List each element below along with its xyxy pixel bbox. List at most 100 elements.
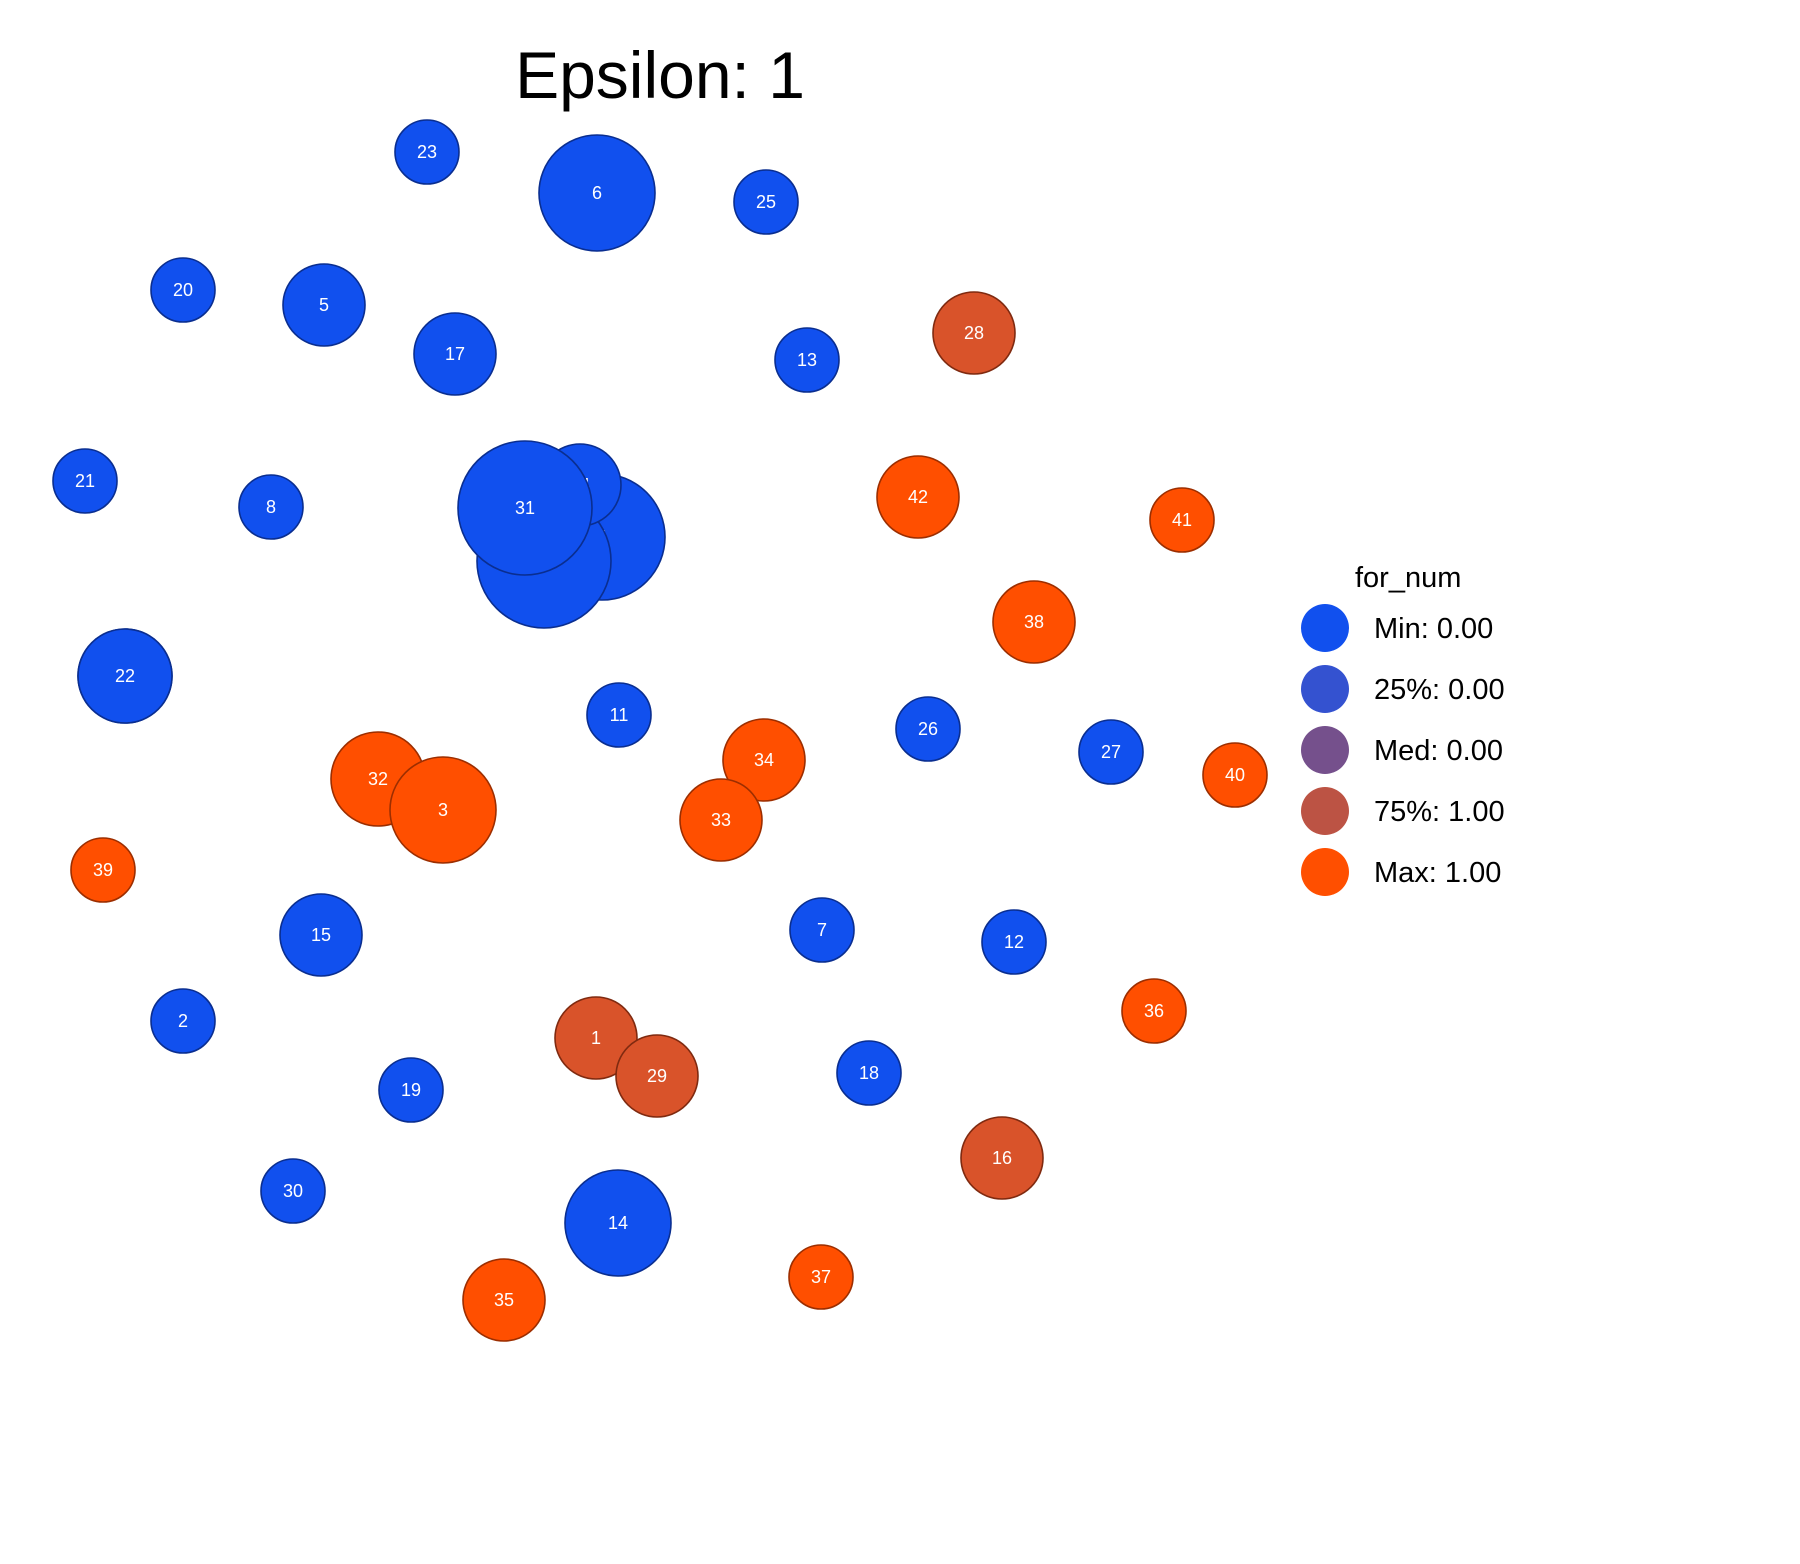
node-circle (981, 909, 1047, 975)
node-26: 26 (895, 696, 961, 762)
node-label: 7 (817, 920, 827, 940)
node-42: 42 (876, 455, 960, 539)
node-31: 31 (457, 440, 593, 576)
node-circle (150, 257, 216, 323)
node-circle (279, 893, 363, 977)
node-label: 26 (918, 719, 938, 739)
node-3: 3 (389, 756, 497, 864)
node-circle (1149, 487, 1215, 553)
legend-swatch (1301, 726, 1349, 774)
legend-swatch (1301, 848, 1349, 896)
node-18: 18 (836, 1040, 902, 1106)
legend-title: for_num (1355, 562, 1461, 594)
node-circle (789, 897, 855, 963)
node-circle (788, 1244, 854, 1310)
node-circle (564, 1169, 672, 1277)
node-label: 2 (178, 1011, 188, 1031)
node-label: 33 (711, 810, 731, 830)
node-label: 30 (283, 1181, 303, 1201)
node-15: 15 (279, 893, 363, 977)
node-label: 31 (515, 498, 535, 518)
node-circle (586, 682, 652, 748)
node-label: 22 (115, 666, 135, 686)
node-34: 34 (722, 718, 806, 802)
node-circle (992, 580, 1076, 664)
node-label: 39 (93, 860, 113, 880)
node-35: 35 (462, 1258, 546, 1342)
node-circle (895, 696, 961, 762)
node-label: 37 (811, 1267, 831, 1287)
node-label: 25 (756, 192, 776, 212)
node-label: 28 (964, 323, 984, 343)
node-circle (378, 1057, 444, 1123)
node-40: 40 (1202, 742, 1268, 808)
legend-label: 25%: 0.00 (1374, 674, 1505, 706)
chart-title: Epsilon: 1 (515, 38, 805, 112)
node-label: 3 (438, 800, 448, 820)
legend-swatch (1301, 665, 1349, 713)
node-label: 21 (75, 471, 95, 491)
legend-label: Max: 1.00 (1374, 857, 1501, 889)
node-8: 8 (238, 474, 304, 540)
node-circle (150, 988, 216, 1054)
node-circle (238, 474, 304, 540)
node-39: 39 (70, 837, 136, 903)
node-label: 13 (797, 350, 817, 370)
legend-item: Med: 0.00 (1301, 726, 1503, 774)
node-circle (733, 169, 799, 235)
node-circle (70, 837, 136, 903)
node-circle (389, 756, 497, 864)
legend-item: 25%: 0.00 (1301, 665, 1505, 713)
node-label: 11 (610, 705, 629, 725)
node-label: 5 (319, 295, 329, 315)
legend-item: 75%: 1.00 (1301, 787, 1505, 835)
node-circle (457, 440, 593, 576)
node-38: 38 (992, 580, 1076, 664)
node-label: 12 (1004, 932, 1024, 952)
node-circle (722, 718, 806, 802)
node-circle (876, 455, 960, 539)
node-circle (462, 1258, 546, 1342)
node-label: 20 (173, 280, 193, 300)
node-circle (836, 1040, 902, 1106)
node-28: 28 (932, 291, 1016, 375)
node-13: 13 (774, 327, 840, 393)
node-circle (1078, 719, 1144, 785)
node-label: 16 (992, 1148, 1012, 1168)
node-label: 1 (591, 1028, 601, 1048)
legend-label: Med: 0.00 (1374, 735, 1503, 767)
node-circle (1121, 978, 1187, 1044)
node-2: 2 (150, 988, 216, 1054)
node-circle (774, 327, 840, 393)
node-22: 22 (77, 628, 173, 724)
nodes-layer: 2362520517132821842414924313810221126273… (52, 119, 1268, 1342)
node-label: 6 (592, 183, 602, 203)
node-37: 37 (788, 1244, 854, 1310)
node-circle (77, 628, 173, 724)
node-1: 1 (554, 996, 638, 1080)
node-circle (52, 448, 118, 514)
node-circle (679, 778, 763, 862)
node-circle (538, 134, 656, 252)
node-label: 34 (754, 750, 774, 770)
node-14: 14 (564, 1169, 672, 1277)
node-36: 36 (1121, 978, 1187, 1044)
node-17: 17 (413, 312, 497, 396)
node-label: 42 (908, 487, 928, 507)
node-19: 19 (378, 1057, 444, 1123)
node-33: 33 (679, 778, 763, 862)
node-label: 17 (445, 344, 465, 364)
node-label: 35 (494, 1290, 514, 1310)
legend-swatch (1301, 787, 1349, 835)
node-label: 38 (1024, 612, 1044, 632)
node-41: 41 (1149, 487, 1215, 553)
node-23: 23 (394, 119, 460, 185)
node-label: 23 (417, 142, 437, 162)
node-21: 21 (52, 448, 118, 514)
node-label: 8 (266, 497, 276, 517)
legend-label: Min: 0.00 (1374, 613, 1493, 645)
node-circle (1202, 742, 1268, 808)
node-label: 15 (311, 925, 331, 945)
